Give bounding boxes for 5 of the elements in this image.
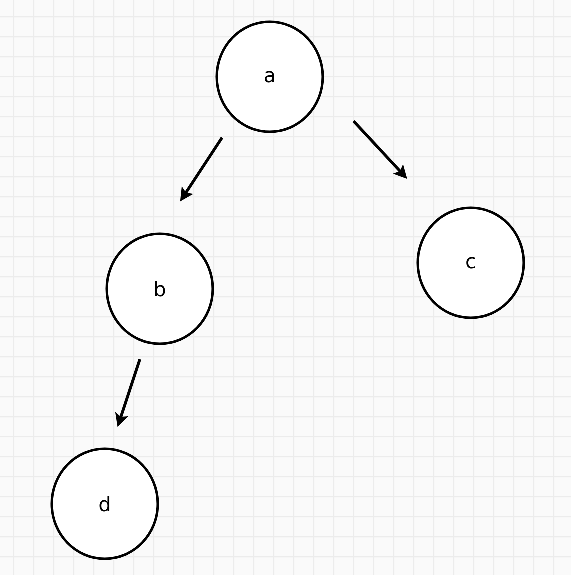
- circle-node: d: [50, 448, 160, 560]
- circle-node: b: [106, 232, 214, 346]
- node-label: d: [100, 496, 110, 512]
- circle-node: c: [416, 206, 526, 320]
- circle-node: a: [216, 20, 324, 134]
